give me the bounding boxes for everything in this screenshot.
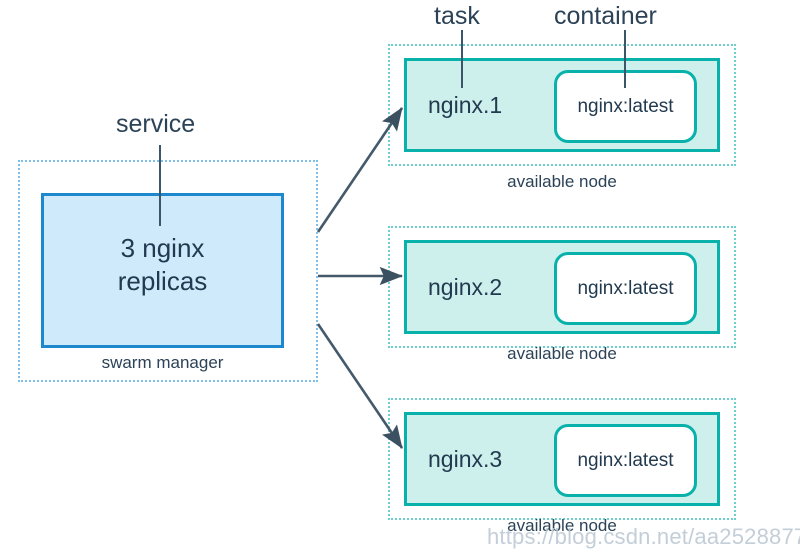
container-label-2: nginx:latest (577, 278, 674, 299)
task-label-2: nginx.2 (428, 274, 503, 300)
service-replicas-line-1: 3 nginx (120, 233, 205, 263)
service-box (41, 193, 284, 348)
node-caption-1: available node (507, 172, 617, 191)
container-box-1 (554, 70, 697, 143)
container-box-3 (554, 424, 697, 497)
annotation-label-service: service (116, 110, 196, 138)
container-label-1: nginx:latest (577, 96, 674, 117)
node-caption-3: available node (507, 516, 617, 535)
annotation-label-task: task (434, 2, 480, 30)
service-replicas-label: 3 nginx replicas (41, 232, 284, 299)
service-replicas-line-2: replicas (117, 266, 208, 297)
annotation-label-container: container (554, 2, 657, 30)
container-box-2 (554, 252, 697, 325)
container-label-3: nginx:latest (577, 450, 674, 471)
node-caption-2: available node (507, 344, 617, 363)
task-label-1: nginx.1 (428, 92, 503, 118)
watermark-text: https://blog.csdn.net/aa2528877987 (487, 524, 800, 549)
swarm-manager-caption: swarm manager (101, 353, 224, 372)
task-label-3: nginx.3 (428, 446, 503, 472)
